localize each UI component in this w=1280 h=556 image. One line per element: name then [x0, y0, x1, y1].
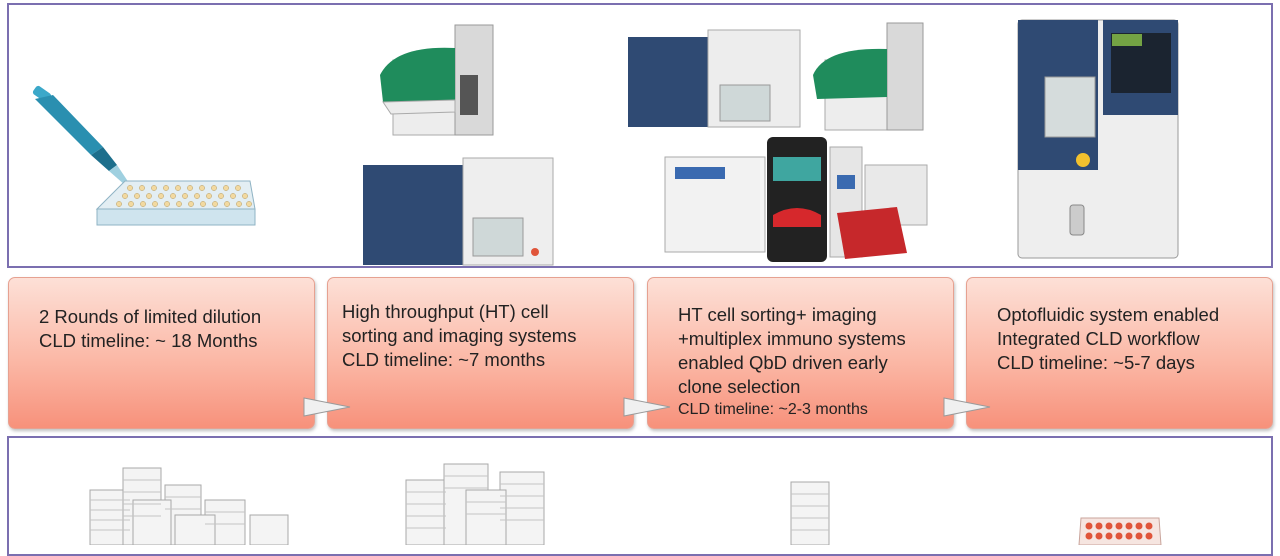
plate-stack-icon [790, 481, 830, 545]
stage-text-line: Integrated CLD workflow [997, 328, 1200, 349]
transition-arrow-icon [623, 397, 671, 417]
stage-ht-sorting-imaging: High throughput (HT) cell sorting and im… [327, 277, 634, 429]
stage-text-line: +multiplex immuno systems [678, 328, 906, 349]
stage-text-line: CLD timeline: ~5-7 days [997, 352, 1195, 373]
stage-text-line: sorting and imaging systems [342, 325, 577, 346]
stage-text-line: CLD timeline: ~ 18 Months [39, 330, 258, 351]
multiplex-instruments [628, 22, 928, 262]
transition-arrow-icon [943, 397, 991, 417]
optofluidic-system-icon [1017, 19, 1179, 259]
stage-text-line: Optofluidic system enabled [997, 304, 1220, 325]
stage-text-line: CLD timeline: ~7 months [342, 349, 546, 370]
pipette-plate-illustration [32, 85, 256, 226]
stage-timeline-note: CLD timeline: ~2-3 months [678, 401, 868, 418]
cell-sorter-icon [813, 22, 924, 131]
ht-sorting-instruments [363, 24, 554, 266]
stage-optofluidic: Optofluidic system enabled Integrated CL… [966, 277, 1273, 429]
cell-sorter-icon [380, 24, 494, 136]
multiplex-analyzer-icon [664, 137, 928, 262]
stage-text-line: HT cell sorting+ imaging [678, 304, 877, 325]
stage-text-line: High throughput (HT) cell [342, 301, 549, 322]
stage-limited-dilution: 2 Rounds of limited dilution CLD timelin… [8, 277, 315, 429]
stage-text-line: enabled QbD driven early [678, 352, 888, 373]
plate-stack-icon [89, 467, 289, 545]
imaging-system-icon [363, 157, 554, 266]
well-plate-icon [1078, 517, 1162, 545]
stage-multiplex-qbd: HT cell sorting+ imaging +multiplex immu… [647, 277, 954, 429]
imaging-system-icon [628, 29, 801, 128]
transition-arrow-icon [303, 397, 351, 417]
pipette-icon [32, 85, 129, 185]
stage-text-line: 2 Rounds of limited dilution [39, 306, 262, 327]
plate-stack-icon [405, 463, 545, 545]
well-plate-icon [95, 180, 256, 226]
stage-text-line: clone selection [678, 376, 801, 397]
